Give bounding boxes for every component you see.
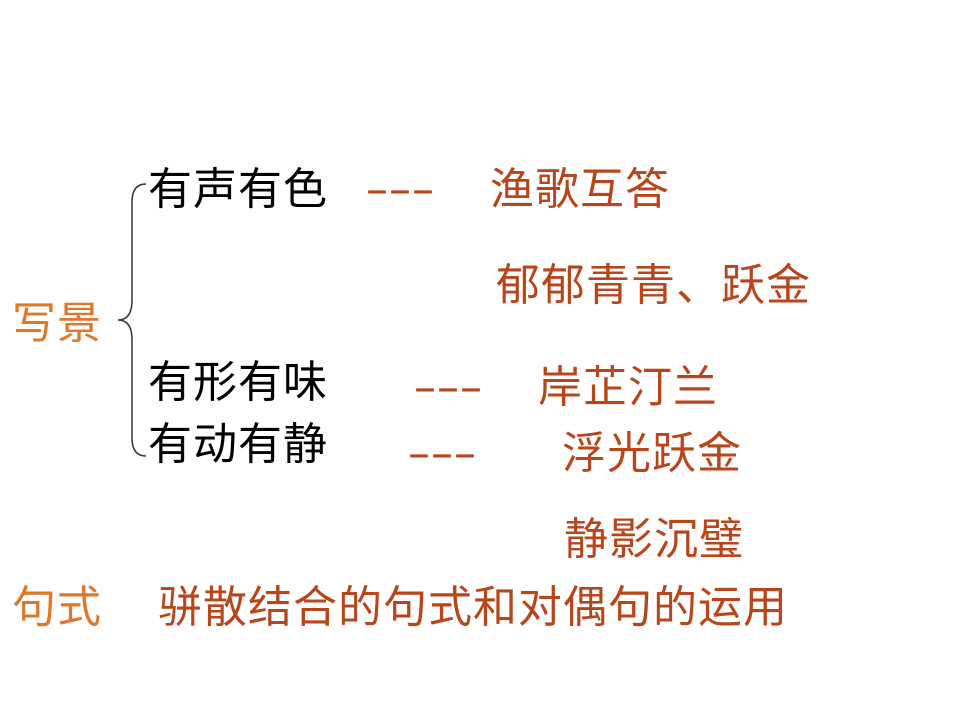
example-row3: 浮光跃金 — [562, 428, 742, 479]
dash-row1: ––– — [366, 164, 435, 215]
curly-brace-icon — [117, 183, 147, 457]
feature-shape-taste: 有形有味 — [148, 357, 328, 408]
example-row2: 岸芷汀兰 — [538, 362, 718, 413]
example-row1: 渔歌互答 — [490, 164, 670, 215]
scenery-label: 写景 — [12, 298, 102, 349]
sentence-text: 骈散结合的句式和对偶句的运用 — [158, 582, 788, 633]
example-row3-second: 静影沉璧 — [564, 514, 744, 565]
sentence-label: 句式 — [12, 582, 102, 633]
dash-row2: ––– — [414, 362, 483, 413]
example-row1-second: 郁郁青青、跃金 — [496, 260, 811, 311]
feature-motion-stillness: 有动有静 — [148, 419, 328, 470]
feature-sound-color: 有声有色 — [148, 164, 328, 215]
dash-row3: ––– — [408, 428, 477, 479]
